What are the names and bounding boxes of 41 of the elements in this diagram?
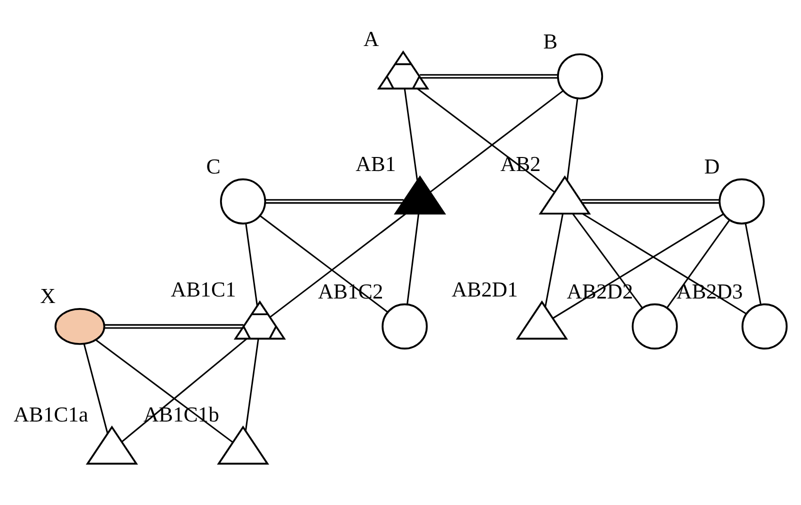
node-triangle (86, 425, 138, 465)
node-circle (718, 178, 765, 224)
connector (552, 214, 724, 319)
connector (566, 98, 578, 180)
node-label: AB1C1a (14, 402, 88, 426)
connector (744, 224, 762, 305)
connector (406, 214, 420, 304)
node-circle (557, 53, 604, 100)
connector (581, 199, 720, 204)
node-label: X (40, 284, 56, 308)
connector (404, 88, 418, 181)
connector (104, 324, 244, 329)
node-label: C (206, 154, 220, 179)
node-circle (742, 303, 788, 350)
node-triangle (394, 175, 446, 215)
connector (244, 338, 260, 431)
node-circle (220, 178, 266, 224)
connector (83, 344, 108, 434)
node-triangle (516, 300, 568, 340)
node-label: AB2D1 (452, 277, 518, 302)
node-triangle (216, 425, 270, 465)
connector (96, 340, 234, 443)
connector (430, 90, 564, 193)
node-triangle (538, 175, 591, 215)
node-label: A (363, 27, 379, 52)
node-label: AB1C1 (170, 277, 236, 302)
node-circle (632, 303, 678, 350)
connector (270, 213, 406, 318)
connector (122, 338, 248, 442)
connector (265, 199, 404, 204)
connector (582, 213, 746, 314)
connector (420, 74, 558, 79)
node-label: B (543, 29, 558, 54)
node-circle (382, 303, 428, 350)
node-label: D (704, 154, 720, 179)
connector (417, 88, 556, 193)
connector (245, 224, 258, 306)
node-label: AB1 (356, 152, 396, 176)
connector (544, 214, 564, 308)
connector (260, 215, 388, 313)
node-ellipse (54, 308, 106, 345)
